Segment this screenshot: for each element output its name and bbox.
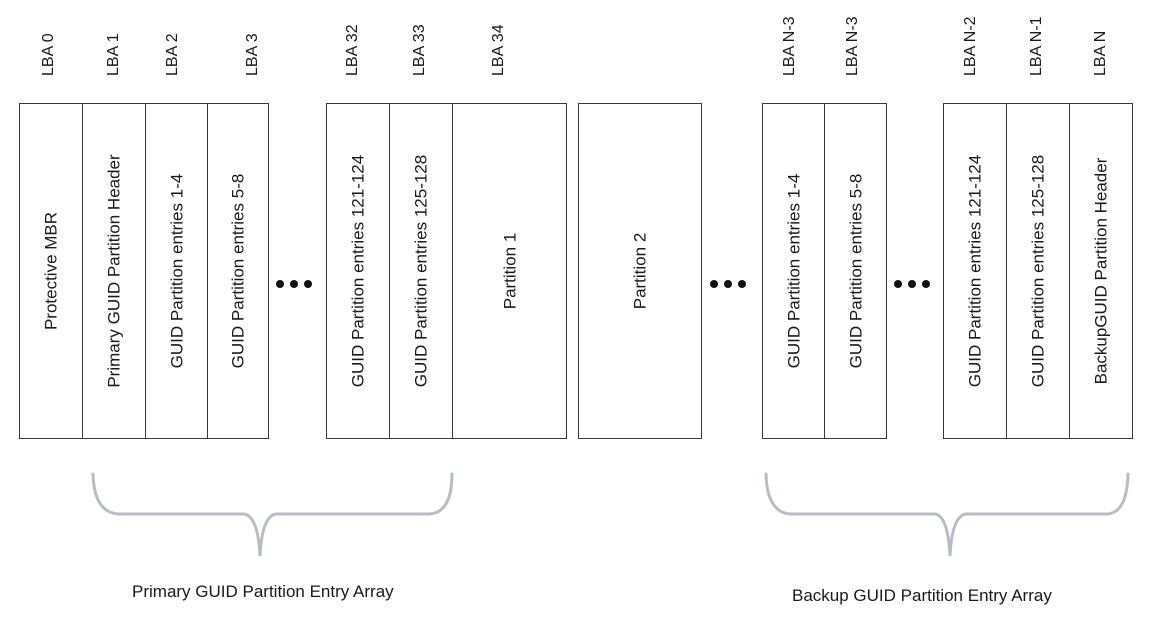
- backup-array-brace: [764, 472, 1130, 557]
- backup-header-block: BackupGUID Partition Header: [1069, 103, 1133, 439]
- ellipsis-dots-1: [276, 276, 312, 292]
- partition-2-block: Partition 2: [578, 103, 702, 439]
- ellipsis-dots-3: [894, 276, 930, 292]
- entries-1-4-block: GUID Partition entries 1-4: [145, 103, 208, 439]
- partition-1-block: Partition 1: [452, 103, 567, 439]
- backup-entries-121-124-block: GUID Partition entries 121-124: [943, 103, 1007, 439]
- primary-header-block: Primary GUID Partition Header: [82, 103, 146, 439]
- backup-array-caption: Backup GUID Partition Entry Array: [792, 586, 1052, 605]
- backup-entries-125-128-block: GUID Partition entries 125-128: [1006, 103, 1070, 439]
- backup-entries-5-8-block: GUID Partition entries 5-8: [824, 103, 887, 439]
- entries-5-8-block: GUID Partition entries 5-8: [207, 103, 269, 439]
- protective-mbr-block: Protective MBR: [19, 103, 83, 439]
- primary-array-caption: Primary GUID Partition Entry Array: [132, 582, 394, 601]
- backup-entries-1-4-block: GUID Partition entries 1-4: [762, 103, 825, 439]
- primary-array-brace: [91, 472, 454, 557]
- ellipsis-dots-2: [710, 276, 746, 292]
